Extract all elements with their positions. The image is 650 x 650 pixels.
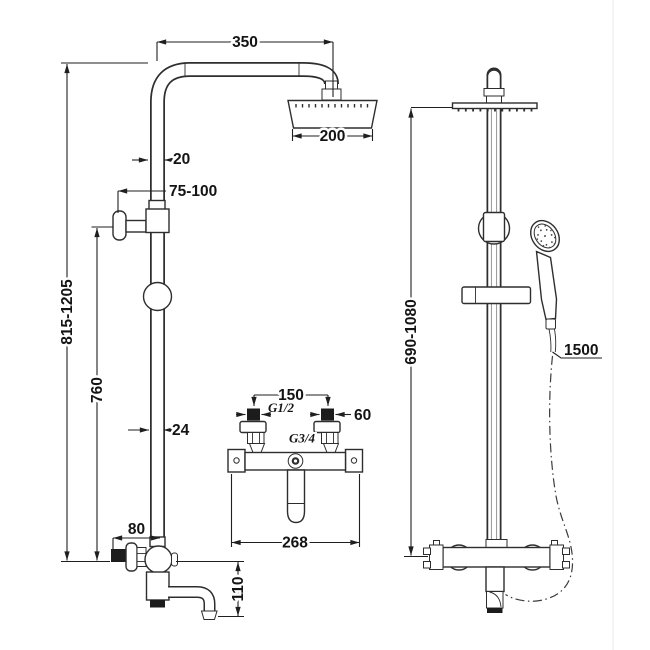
label-inlet-thread: G1/2	[268, 400, 295, 415]
dim-valve-width: 268	[282, 535, 308, 552]
diverter-housing	[145, 199, 170, 234]
front-view: 350 200 20 75-100 815-1205 760 24 80	[57, 32, 378, 620]
label-union-thread: G3/4	[289, 431, 316, 446]
spout-outlet	[200, 610, 218, 620]
dim-bracket-height: 760	[89, 377, 106, 403]
soap-dish	[461, 286, 532, 305]
side-view: 1500 690-1080	[401, 67, 602, 613]
wall-flange	[125, 542, 138, 572]
hand-shower-nozzles	[536, 225, 556, 249]
overhead-shower-front	[287, 80, 378, 129]
dim-wall-offset: 80	[128, 521, 145, 538]
valve-bar	[227, 448, 364, 473]
dim-pipe-lower: 24	[172, 422, 190, 439]
dim-inlet-centers: 150	[278, 387, 304, 404]
wall-bracket	[112, 210, 147, 241]
overhead-shower-side	[451, 102, 538, 112]
shower-hose: 1500	[505, 340, 602, 602]
dim-union-width: 60	[354, 407, 371, 424]
valve-detail: 150 G1/2 60 G3/4 268	[227, 385, 374, 554]
spray-nozzles	[295, 104, 369, 108]
wall-nipple	[111, 549, 126, 562]
spray-nozzles-side	[457, 108, 533, 112]
valve-spout	[286, 469, 306, 524]
mixer-bar-side	[423, 539, 570, 571]
dim-overall-height: 815-1205	[59, 279, 76, 345]
dim-head-width: 200	[320, 128, 346, 145]
valve-body	[144, 545, 173, 574]
riser-pipe-side	[483, 67, 505, 554]
inlet-unions	[239, 408, 341, 453]
spout-side	[485, 566, 505, 613]
side-view-dimensions: 690-1080	[401, 106, 452, 558]
dim-arm-reach: 350	[232, 34, 258, 51]
wall-valve-and-spout	[111, 536, 218, 620]
slider-ring	[142, 281, 173, 312]
dim-height-range: 690-1080	[403, 299, 420, 365]
dim-spout-drop: 110	[230, 576, 247, 601]
hand-shower	[529, 219, 561, 353]
dim-wall-bracket: 75-100	[169, 183, 217, 200]
dim-pipe-upper: 20	[173, 151, 190, 168]
valve-dimensions: 150 G1/2 60 G3/4 268	[230, 385, 374, 554]
front-view-dimensions: 350 200 20 75-100 815-1205 760 24 80	[57, 32, 374, 618]
riser-pipe-and-arm	[150, 62, 339, 539]
slider-side	[477, 211, 511, 245]
dim-hose-length: 1500	[564, 342, 598, 359]
